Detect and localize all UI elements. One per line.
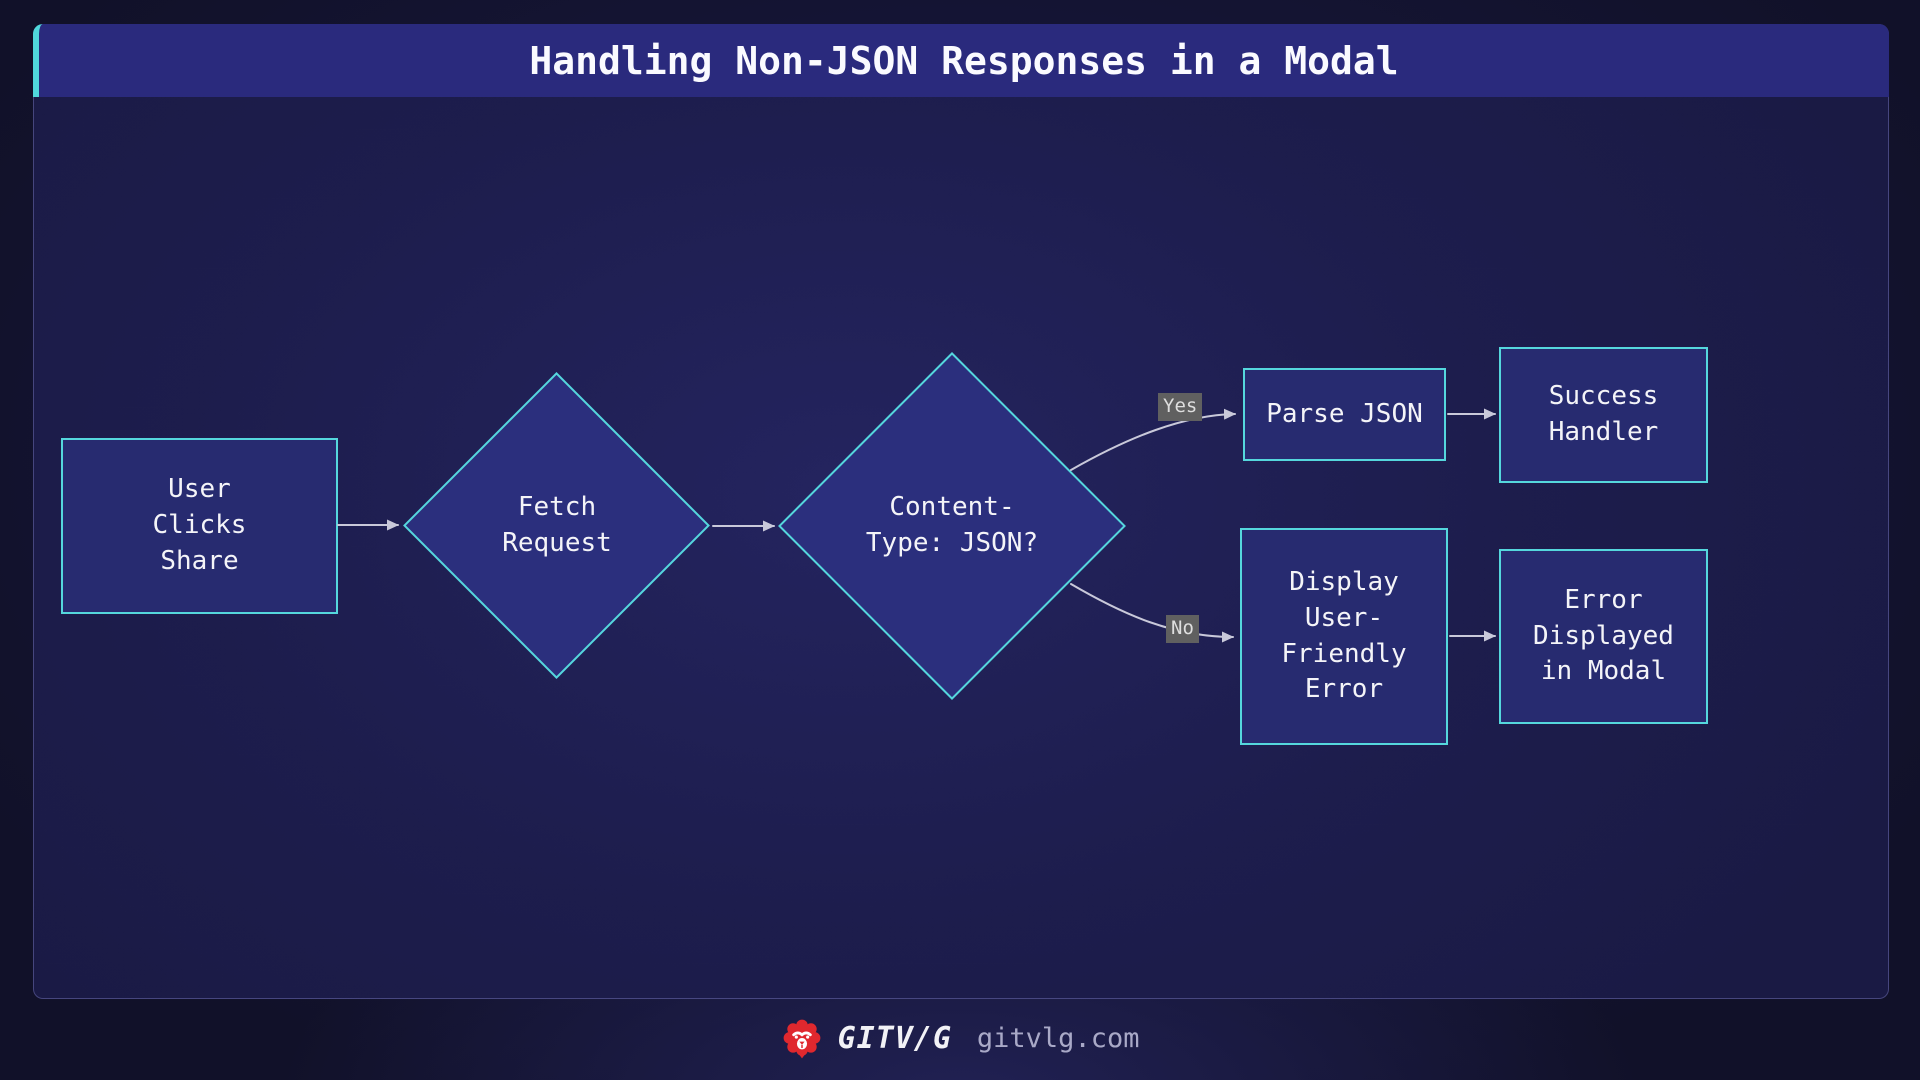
brand-lion-icon — [781, 1018, 823, 1060]
flowchart: User Clicks Share Parse JSON Success Han… — [34, 25, 1888, 998]
main-panel: Handling Non-JSON Responses in a Modal U… — [33, 24, 1889, 999]
page-title: Handling Non-JSON Responses in a Modal — [529, 38, 1399, 83]
edge-yes — [1070, 408, 1236, 471]
diamond-content-type-label: Content- Type: JSON? — [865, 492, 1039, 558]
edge-label-no: No — [1166, 615, 1199, 643]
site-url: gitvlg.com — [976, 1023, 1140, 1054]
node-user-clicks-share: User Clicks Share — [61, 438, 338, 614]
edge-label-yes: Yes — [1158, 393, 1203, 421]
footer: GITV/G gitvlg.com — [0, 997, 1920, 1080]
node-parse-json: Parse JSON — [1243, 368, 1446, 461]
brand-name: GITV/G — [837, 1021, 952, 1056]
diamond-fetch-request-label: Fetch Request — [502, 492, 612, 558]
node-error-in-modal: Error Displayed in Modal — [1499, 549, 1708, 724]
node-success-handler: Success Handler — [1499, 347, 1708, 483]
edge-no — [1070, 583, 1234, 643]
title-bar: Handling Non-JSON Responses in a Modal — [33, 24, 1889, 97]
node-display-error: Display User- Friendly Error — [1240, 528, 1448, 745]
